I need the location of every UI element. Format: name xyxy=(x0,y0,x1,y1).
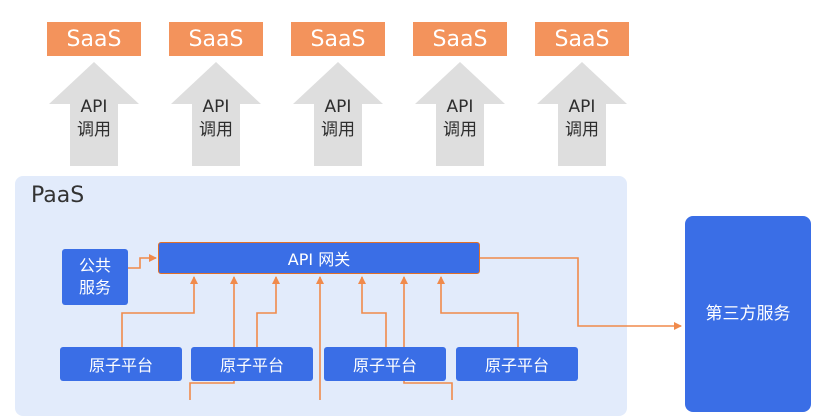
connector-atomic-3 xyxy=(358,276,387,347)
third-party-services: 第三方服务 xyxy=(685,216,811,412)
paas-title: PaaS xyxy=(31,183,85,208)
connector-public-to-gateway xyxy=(128,254,157,269)
api-call-arrow-4: API 调用 xyxy=(413,62,507,166)
connector-lines xyxy=(121,254,682,400)
saas-box-4: SaaS xyxy=(413,22,507,56)
api-call-label-line2: 调用 xyxy=(565,120,599,140)
api-call-arrow-1: API 调用 xyxy=(47,62,141,166)
atomic-platform-1: 原子平台 xyxy=(60,347,182,381)
connector-gateway-to-third-party xyxy=(480,257,682,330)
api-call-arrow-3: API 调用 xyxy=(291,62,385,166)
up-arrow-icon xyxy=(537,62,627,166)
public-service-line1: 公共 xyxy=(78,256,111,275)
up-arrow-icon xyxy=(293,62,383,166)
api-call-label-line1: API xyxy=(80,97,108,117)
saas-box-2: SaaS xyxy=(169,22,263,56)
atomic-platform-2: 原子平台 xyxy=(191,347,313,381)
connector-atomic-1 xyxy=(121,276,198,347)
atomic-platform-4: 原子平台 xyxy=(456,347,578,381)
api-call-label-line1: API xyxy=(202,97,230,117)
up-arrow-icon xyxy=(171,62,261,166)
api-call-label-line2: 调用 xyxy=(199,120,233,140)
saas-box-3: SaaS xyxy=(291,22,385,56)
up-arrow-icon xyxy=(49,62,139,166)
atomic-platform-3: 原子平台 xyxy=(324,347,446,381)
api-call-arrow-5: API 调用 xyxy=(535,62,629,166)
saas-box-5: SaaS xyxy=(535,22,629,56)
api-call-label-line2: 调用 xyxy=(443,120,477,140)
connector-atomic-2 xyxy=(256,276,280,347)
api-gateway: API 网关 xyxy=(158,242,480,274)
api-call-arrow-2: API 调用 xyxy=(169,62,263,166)
connector-atomic-4 xyxy=(437,276,519,347)
api-call-label-line1: API xyxy=(324,97,352,117)
saas-box-1: SaaS xyxy=(47,22,141,56)
public-service-line2: 服务 xyxy=(78,278,111,297)
api-call-label-line2: 调用 xyxy=(321,120,355,140)
up-arrow-icon xyxy=(415,62,505,166)
connector-lower-3 xyxy=(400,276,453,400)
api-call-label-line1: API xyxy=(568,97,596,117)
connector-lower-1 xyxy=(189,276,238,400)
public-service-box: 公共 服务 xyxy=(62,249,128,305)
api-call-label-line2: 调用 xyxy=(77,120,111,140)
api-call-label-line1: API xyxy=(446,97,474,117)
